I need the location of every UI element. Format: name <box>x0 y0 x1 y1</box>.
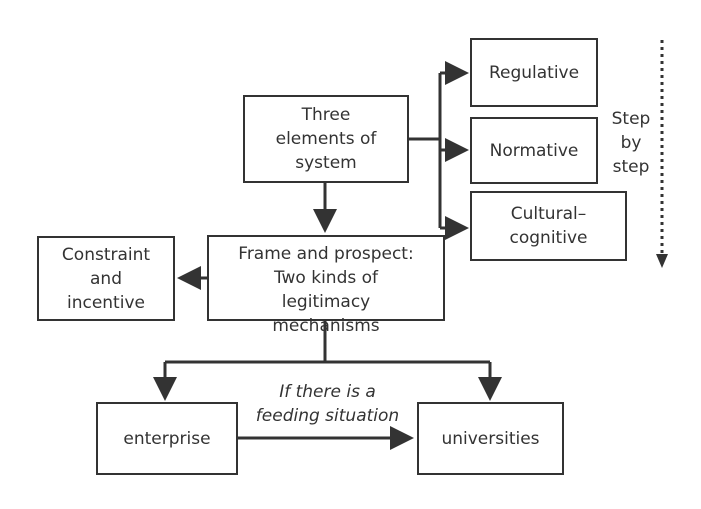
regulative-box: Regulative <box>470 38 598 107</box>
universities-box: universities <box>417 402 564 475</box>
regulative-label: Regulative <box>488 62 580 83</box>
enterprise-box: enterprise <box>96 402 238 475</box>
normative-label: Normative <box>489 140 579 161</box>
cultural-cognitive-box: Cultural– cognitive <box>470 191 627 261</box>
constraint-incentive-box: Constraint and incentive <box>37 236 175 321</box>
three-elements-label: Three elements of system <box>275 105 377 173</box>
enterprise-label: enterprise <box>123 428 211 449</box>
step-by-step-label: Step by step <box>611 109 651 177</box>
normative-box: Normative <box>470 117 598 184</box>
constraint-incentive-label: Constraint and incentive <box>61 244 151 313</box>
feeding-situation-label: If there is a feeding situation <box>255 382 400 426</box>
universities-label: universities <box>441 428 540 449</box>
cultural-cognitive-label: Cultural– cognitive <box>509 204 588 248</box>
frame-prospect-label: Frame and prospect: Two kinds of legitim… <box>238 244 414 336</box>
step-dotted-arrowhead <box>656 254 668 268</box>
frame-prospect-box: Frame and prospect: Two kinds of legitim… <box>207 235 445 336</box>
three-elements-box: Three elements of system <box>243 95 409 183</box>
